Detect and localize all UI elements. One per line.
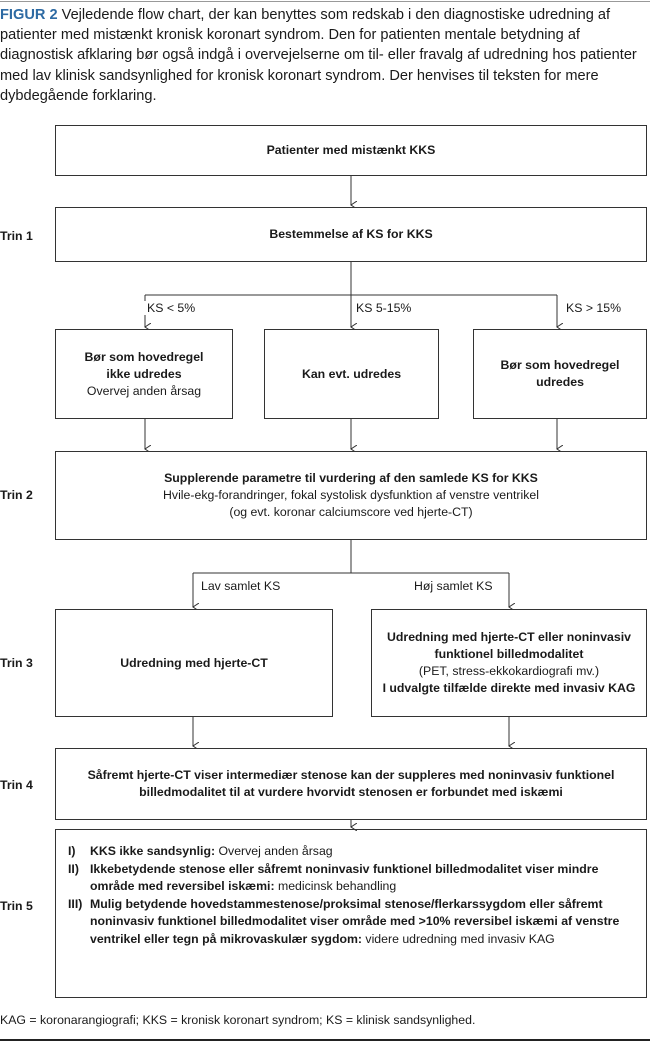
top-rule	[0, 1, 650, 2]
mid-node-label: Kan evt. udredes	[301, 366, 402, 381]
supplementary-line3: (og evt. koronar calciumscore ved hjerte…	[229, 505, 473, 519]
high-probability-node: Bør som hovedregel udredes	[473, 329, 647, 419]
ct-func-line4: I udvalgte tilfælde direkte med invasiv …	[382, 681, 636, 695]
ct-node-label: Udredning med hjerte-CT	[120, 655, 268, 670]
outcome-number: I)	[68, 844, 76, 858]
outcome-bold-text: Mulig betydende hovedstammestenose/proks…	[90, 896, 620, 946]
edge-label-ks-mid: KS 5-15%	[353, 301, 415, 315]
ks-determination-label: Bestemmelse af KS for KKS	[269, 227, 433, 241]
ct-func-line1: Udredning med hjerte-CT eller noninvasiv	[387, 630, 631, 644]
outcome-number: III)	[68, 896, 83, 911]
edge-label-ks-high: KS > 15%	[563, 301, 625, 315]
step4-line2: billedmodalitet til at vurdere hvorvidt …	[139, 785, 563, 799]
outcome-normal-text: videre udredning med invasiv KAG	[362, 931, 555, 946]
step4-node: Såfremt hjerte-CT viser intermediær sten…	[55, 748, 647, 820]
step4-line1: Såfremt hjerte-CT viser intermediær sten…	[87, 768, 615, 782]
step-label-5: Trin 5	[0, 899, 33, 913]
low-node-line3: Overvej anden årsag	[86, 383, 202, 398]
footnote: KAG = koronarangiografi; KKS = kronisk k…	[0, 1013, 476, 1027]
outcome-item-3: III) Mulig betydende hovedstammestenose/…	[68, 896, 636, 949]
low-probability-node: Bør som hovedregel ikke udredes Overvej …	[55, 329, 233, 419]
ct-func-line3: (PET, stress-ekkokardiografi mv.)	[418, 664, 600, 678]
outcome-number: II)	[68, 861, 79, 876]
edge-label-high-total: Høj samlet KS	[411, 579, 496, 593]
figure-caption: FIGUR 2 Vejledende flow chart, der kan b…	[0, 5, 646, 106]
step-label-2: Trin 2	[0, 488, 33, 502]
mid-probability-node: Kan evt. udredes	[264, 329, 439, 419]
outcome-item-2: II) Ikkebetydende stenose eller såfremt …	[68, 861, 636, 896]
edge-label-ks-low: KS < 5%	[144, 301, 199, 315]
outcome-item-1: I) KKS ikke sandsynlig: Overvej anden år…	[68, 843, 636, 861]
outcome-normal-text: Overvej anden årsag	[215, 844, 333, 858]
supplementary-node: Supplerende parametre til vurdering af d…	[55, 451, 647, 540]
low-node-line2: ikke udredes	[106, 366, 182, 381]
bottom-rule	[0, 1039, 650, 1041]
ks-determination-node: Bestemmelse af KS for KKS	[55, 207, 647, 262]
low-node-line1: Bør som hovedregel	[84, 349, 204, 364]
outcome-bold-text: KKS ikke sandsynlig:	[90, 844, 216, 858]
start-node: Patienter med mistænkt KKS	[55, 125, 647, 176]
step-label-4: Trin 4	[0, 778, 33, 792]
ct-or-functional-node: Udredning med hjerte-CT eller noninvasiv…	[371, 609, 647, 717]
outcome-bold-text: Ikkebetydende stenose eller såfremt noni…	[90, 861, 599, 894]
step-label-1: Trin 1	[0, 229, 33, 243]
ct-func-line2: funktionel billedmodalitet	[434, 647, 584, 661]
edge-label-low-total: Lav samlet KS	[198, 579, 284, 593]
start-node-label: Patienter med mistænkt KKS	[266, 143, 436, 157]
high-node-line1: Bør som hovedregel	[500, 358, 620, 372]
figure-label: FIGUR 2	[0, 7, 58, 23]
supplementary-line2: Hvile-ekg-forandringer, fokal systolisk …	[163, 488, 539, 502]
ct-node: Udredning med hjerte-CT	[55, 609, 333, 717]
outcome-normal-text: medicinsk behandling	[274, 879, 397, 893]
caption-text: Vejledende flow chart, der kan benyttes …	[0, 7, 637, 104]
high-node-line2: udredes	[536, 375, 584, 389]
step5-node: I) KKS ikke sandsynlig: Overvej anden år…	[55, 829, 647, 998]
step-label-3: Trin 3	[0, 656, 33, 670]
supplementary-title: Supplerende parametre til vurdering af d…	[164, 471, 538, 485]
